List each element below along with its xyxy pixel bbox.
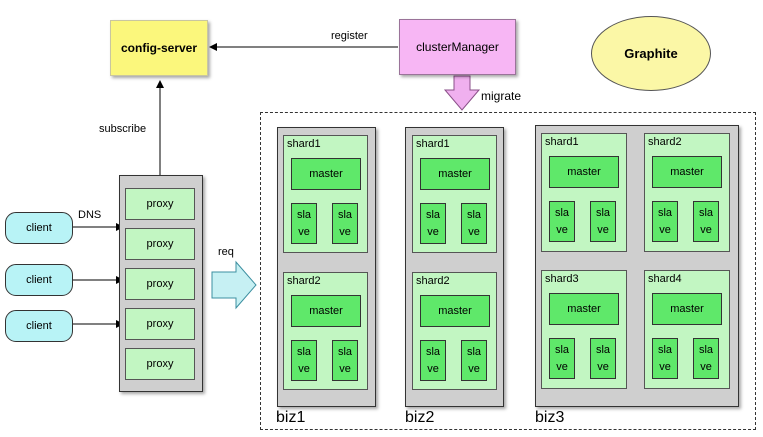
shard-box: shard4 master sla ve sla ve xyxy=(644,270,730,389)
slave-node[interactable]: sla ve xyxy=(652,338,678,379)
slave-node[interactable]: sla ve xyxy=(291,340,317,381)
migrate-label: migrate xyxy=(481,89,522,103)
master-node[interactable]: master xyxy=(549,156,619,188)
slave-node[interactable]: sla ve xyxy=(461,203,487,244)
shard-title: shard2 xyxy=(648,136,682,148)
slave-node[interactable]: sla ve xyxy=(590,338,616,379)
shard-box: shard2 master sla ve sla ve xyxy=(644,133,730,252)
shard-box: shard1 master sla ve sla ve xyxy=(283,135,368,253)
shard-box: shard2 master sla ve sla ve xyxy=(283,272,368,390)
shard-box: shard1 master sla ve sla ve xyxy=(541,133,627,252)
shard-title: shard4 xyxy=(648,273,682,285)
slave-node[interactable]: sla ve xyxy=(590,201,616,242)
storage-area xyxy=(260,112,756,430)
proxy-node[interactable]: proxy xyxy=(125,268,195,300)
req-arrow xyxy=(211,260,257,310)
slave-node[interactable]: sla ve xyxy=(461,340,487,381)
master-node[interactable]: master xyxy=(652,156,722,188)
cluster-label: biz1 xyxy=(276,409,306,426)
register-label: register xyxy=(331,30,368,42)
shard-title: shard3 xyxy=(545,273,579,285)
slave-node[interactable]: sla ve xyxy=(332,203,358,244)
master-node[interactable]: master xyxy=(420,158,490,190)
master-node[interactable]: master xyxy=(549,293,619,325)
slave-node[interactable]: sla ve xyxy=(420,340,446,381)
cluster-label: biz3 xyxy=(535,409,565,426)
client-node[interactable]: client xyxy=(5,212,73,244)
config-server-node[interactable]: config-server xyxy=(110,20,208,76)
shard-title: shard1 xyxy=(416,138,450,150)
proxy-node[interactable]: proxy xyxy=(125,308,195,340)
req-label: req xyxy=(218,246,234,258)
graphite-node[interactable]: Graphite xyxy=(591,16,711,91)
slave-node[interactable]: sla ve xyxy=(332,340,358,381)
shard-box: shard1 master sla ve sla ve xyxy=(412,135,497,253)
proxy-node[interactable]: proxy xyxy=(125,228,195,260)
slave-node[interactable]: sla ve xyxy=(693,201,719,242)
client-node[interactable]: client xyxy=(5,264,73,296)
cluster-label: biz2 xyxy=(405,409,435,426)
master-node[interactable]: master xyxy=(420,295,490,327)
client-node[interactable]: client xyxy=(5,310,73,342)
shard-box: shard2 master sla ve sla ve xyxy=(412,272,497,390)
shard-box: shard3 master sla ve sla ve xyxy=(541,270,627,389)
slave-node[interactable]: sla ve xyxy=(420,203,446,244)
proxy-node[interactable]: proxy xyxy=(125,188,195,220)
subscribe-label: subscribe xyxy=(99,123,147,135)
master-node[interactable]: master xyxy=(652,293,722,325)
shard-title: shard2 xyxy=(416,275,450,287)
dns-label: DNS xyxy=(78,209,102,221)
shard-title: shard1 xyxy=(287,138,321,150)
cluster-manager-node[interactable]: clusterManager xyxy=(399,19,516,75)
master-node[interactable]: master xyxy=(291,295,361,327)
slave-node[interactable]: sla ve xyxy=(652,201,678,242)
slave-node[interactable]: sla ve xyxy=(549,201,575,242)
shard-title: shard2 xyxy=(287,275,321,287)
migrate-arrow xyxy=(443,75,481,111)
slave-node[interactable]: sla ve xyxy=(291,203,317,244)
shard-title: shard1 xyxy=(545,136,579,148)
proxy-node[interactable]: proxy xyxy=(125,348,195,380)
master-node[interactable]: master xyxy=(291,158,361,190)
slave-node[interactable]: sla ve xyxy=(549,338,575,379)
slave-node[interactable]: sla ve xyxy=(693,338,719,379)
